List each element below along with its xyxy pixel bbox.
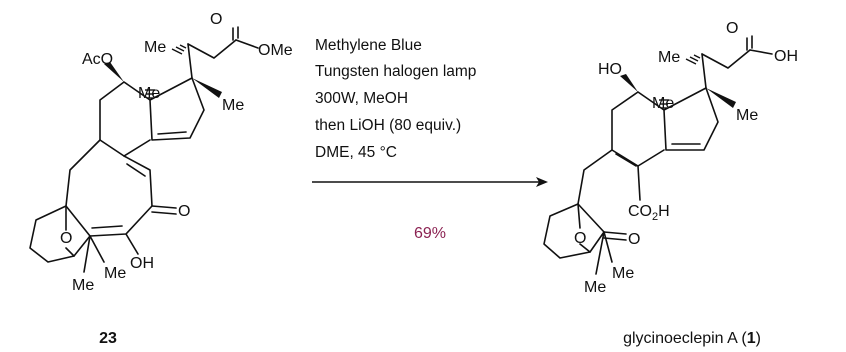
wedge-bond	[706, 88, 736, 108]
bond	[187, 43, 193, 79]
ring-bond	[99, 81, 151, 157]
ketone-o-label: O	[628, 231, 640, 248]
me-label: Me	[658, 49, 680, 66]
ring-bond	[149, 77, 205, 141]
bond	[701, 53, 707, 89]
me-label: Me	[144, 39, 166, 56]
double-bond	[126, 163, 146, 177]
bridge-o-label: O	[574, 230, 586, 247]
bond	[577, 149, 613, 205]
wedge-bond	[620, 74, 638, 92]
ester-carbonyl-o: O	[210, 11, 222, 28]
condition-line: Tungsten halogen lamp	[315, 63, 476, 80]
me-label: Me	[584, 279, 606, 296]
me-label: Me	[222, 97, 244, 114]
ho-label: HO	[598, 61, 622, 78]
me-label: Me	[612, 265, 634, 282]
double-bond	[615, 153, 637, 167]
product-glycinoeclepin-a: O OH Me HO Me Me CO2H O O Me Me glycinoe…	[543, 20, 798, 347]
ring-bond	[29, 205, 91, 263]
bond	[65, 247, 75, 257]
ring-bond	[65, 139, 153, 237]
double-bond	[157, 131, 187, 135]
me-label: Me	[652, 95, 674, 112]
me-label: Me	[72, 277, 94, 294]
me-label: Me	[736, 107, 758, 124]
compound-label-glycinoeclepin-a: glycinoeclepin A (1)	[623, 330, 761, 347]
ketone-o-label: O	[178, 203, 190, 220]
bond	[603, 237, 627, 241]
bond	[151, 211, 177, 215]
bond	[151, 205, 177, 209]
bond	[83, 235, 91, 273]
bond	[603, 231, 627, 235]
acid-oh-label: OH	[774, 48, 798, 65]
bond	[235, 39, 259, 49]
ome-label: OMe	[258, 42, 293, 59]
hashed-bond	[171, 44, 187, 55]
double-bond	[91, 225, 123, 229]
bond	[637, 165, 641, 201]
compound-label-23: 23	[99, 330, 117, 347]
acid-carbonyl-o: O	[726, 20, 738, 37]
bond	[749, 49, 773, 55]
bond	[579, 243, 591, 253]
oh-label: OH	[130, 255, 154, 272]
ring-bond	[611, 91, 665, 167]
bond	[187, 39, 237, 59]
me-label: Me	[104, 265, 126, 282]
condition-line: 300W, MeOH	[315, 90, 408, 107]
condition-line: DME, 45 °C	[315, 144, 397, 161]
bond	[701, 49, 751, 69]
bond	[89, 235, 105, 263]
wedge-bond	[192, 78, 222, 98]
bond	[603, 231, 613, 263]
reaction-arrow	[312, 177, 548, 187]
reaction-conditions: Methylene Blue Tungsten halogen lamp 300…	[315, 37, 476, 161]
condition-line: Methylene Blue	[315, 37, 422, 54]
condition-line: then LiOH (80 equiv.)	[315, 117, 461, 134]
hashed-bond	[685, 54, 701, 65]
bond	[595, 231, 605, 275]
starting-material-23: O OMe Me AcO Me Me O O OH Me Me 23	[29, 11, 293, 347]
bond	[577, 203, 581, 229]
hashed-bond	[145, 89, 155, 99]
me-label: Me	[138, 85, 160, 102]
bond	[125, 233, 139, 255]
co2h-label: CO2H	[628, 203, 670, 223]
aco-label: AcO	[82, 51, 113, 68]
wedge-bond	[104, 62, 124, 82]
ring-bond	[663, 87, 719, 151]
reaction-yield: 69%	[414, 225, 446, 242]
bridge-o-label: O	[60, 230, 72, 247]
hashed-bond	[659, 99, 669, 109]
